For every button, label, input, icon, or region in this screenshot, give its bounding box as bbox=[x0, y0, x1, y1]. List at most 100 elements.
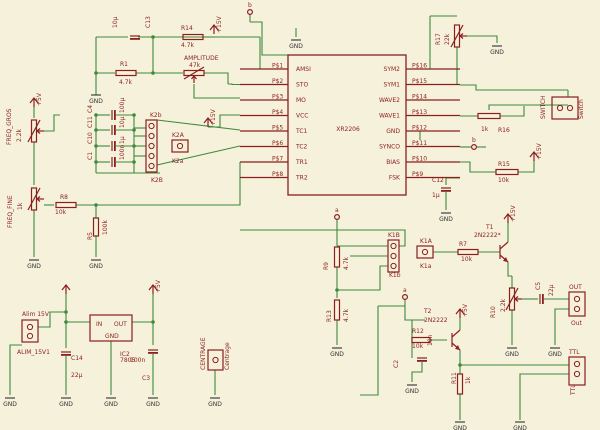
ic-name: XR2206 bbox=[336, 126, 360, 133]
ic-right-pin-name: SYM1 bbox=[384, 82, 401, 89]
label: C4 bbox=[87, 105, 94, 113]
label: C3 bbox=[142, 375, 150, 382]
label: 7805 bbox=[120, 357, 135, 364]
label: Switch bbox=[578, 99, 585, 119]
supply-arrow-icon bbox=[203, 117, 213, 127]
ic-right-pin-label: P$14 bbox=[412, 94, 427, 101]
junction-dot bbox=[151, 320, 155, 324]
regulator-ic2 bbox=[89, 314, 133, 342]
label: 10k bbox=[55, 209, 67, 216]
ttl-pin-icon bbox=[573, 370, 581, 378]
label: ALIM_15V1 bbox=[17, 349, 50, 356]
label: Out bbox=[571, 320, 583, 327]
ic-left-pin-label: P$1 bbox=[272, 63, 283, 70]
out-pin-icon bbox=[573, 305, 581, 313]
wire bbox=[519, 373, 569, 420]
label: IC2 bbox=[120, 351, 130, 358]
label: K2b bbox=[150, 112, 162, 119]
wire bbox=[518, 160, 535, 173]
label: IN bbox=[96, 321, 102, 328]
label: OUT bbox=[114, 321, 127, 328]
label: R16 bbox=[498, 127, 510, 134]
label: 1k bbox=[465, 376, 472, 384]
capacitor-c14 bbox=[61, 351, 71, 356]
ground-label: GND bbox=[3, 401, 17, 408]
alim-pin-icon bbox=[26, 332, 34, 340]
label: 100n bbox=[119, 145, 126, 160]
capacitor-c11 bbox=[111, 125, 116, 135]
label: R17 bbox=[435, 33, 442, 45]
ground-label: GND bbox=[289, 43, 303, 50]
label: 2.2k bbox=[500, 298, 507, 312]
resistor-r13 bbox=[333, 299, 341, 321]
wire bbox=[460, 84, 568, 91]
supply-label: +5V bbox=[155, 279, 162, 293]
potentiometer-freq-gros bbox=[27, 119, 44, 143]
wire bbox=[156, 119, 241, 131]
wire bbox=[240, 37, 261, 70]
supply-label: +15V bbox=[210, 108, 217, 126]
label: 47k bbox=[189, 62, 201, 69]
potentiometer-amplitude bbox=[183, 66, 205, 83]
wire bbox=[488, 104, 568, 110]
centrage-pin-icon bbox=[212, 356, 219, 364]
supply-arrow-icon bbox=[61, 284, 71, 294]
label: TTL bbox=[570, 384, 577, 396]
ground-label: GND bbox=[439, 216, 453, 223]
resistor-r14 bbox=[182, 33, 204, 41]
ic-left-pin-label: P$7 bbox=[272, 156, 283, 163]
label: R7 bbox=[459, 241, 467, 248]
header-ttl bbox=[568, 356, 586, 386]
net-port-icon bbox=[334, 214, 341, 221]
ground-label: GND bbox=[405, 388, 419, 395]
junction-dot bbox=[94, 160, 98, 164]
label: 1µ bbox=[119, 136, 126, 144]
ic-left-pin-name: TC2 bbox=[295, 144, 308, 151]
label: C2 bbox=[393, 360, 400, 368]
label: R15 bbox=[498, 161, 510, 168]
junction-dot bbox=[94, 128, 98, 132]
label: R12 bbox=[412, 328, 424, 335]
label: T2 bbox=[423, 308, 432, 315]
transistor-t1 bbox=[499, 241, 509, 263]
label: R5 bbox=[87, 232, 94, 240]
wire bbox=[156, 145, 241, 166]
label: R9 bbox=[323, 262, 330, 270]
label: K2a bbox=[172, 158, 184, 165]
header-k1a bbox=[416, 245, 434, 259]
label: 4.7k bbox=[119, 79, 133, 86]
label: CENTRAGE bbox=[200, 337, 207, 370]
wire bbox=[500, 106, 525, 117]
net-label: b bbox=[472, 137, 476, 144]
potentiometer-r10 bbox=[505, 287, 522, 311]
wire bbox=[554, 308, 569, 345]
label: TTL bbox=[568, 349, 580, 356]
ic-left-pin-name: VCC bbox=[296, 113, 308, 120]
ground-label: GND bbox=[330, 351, 344, 358]
label: Alim 15V bbox=[22, 311, 50, 318]
ic-right-pin-label: P$15 bbox=[412, 78, 427, 85]
switch-pin-icon bbox=[566, 104, 574, 112]
wire bbox=[76, 178, 241, 206]
supply-label: +5V bbox=[462, 303, 469, 317]
wire bbox=[467, 35, 498, 43]
header-out bbox=[568, 291, 586, 317]
label: 22k bbox=[444, 33, 451, 45]
ic-right-pin-label: P$16 bbox=[412, 63, 427, 70]
capacitor-c12 bbox=[441, 187, 451, 192]
label: 100n bbox=[130, 357, 145, 364]
supply-arrow-icon bbox=[529, 151, 539, 161]
ic-right-pin-name: WAVE2 bbox=[379, 97, 400, 104]
wire bbox=[445, 177, 460, 185]
label: C1 bbox=[87, 152, 94, 160]
ground-label: GND bbox=[208, 401, 222, 408]
label: 10k bbox=[461, 256, 473, 263]
label: SWITCH bbox=[540, 95, 547, 119]
label: C10 bbox=[87, 132, 94, 144]
resistor-r16 bbox=[477, 112, 501, 120]
junction-dot bbox=[132, 160, 136, 164]
junction-dot bbox=[132, 113, 136, 117]
wire bbox=[419, 130, 436, 140]
supply-label: +5V bbox=[36, 92, 43, 106]
